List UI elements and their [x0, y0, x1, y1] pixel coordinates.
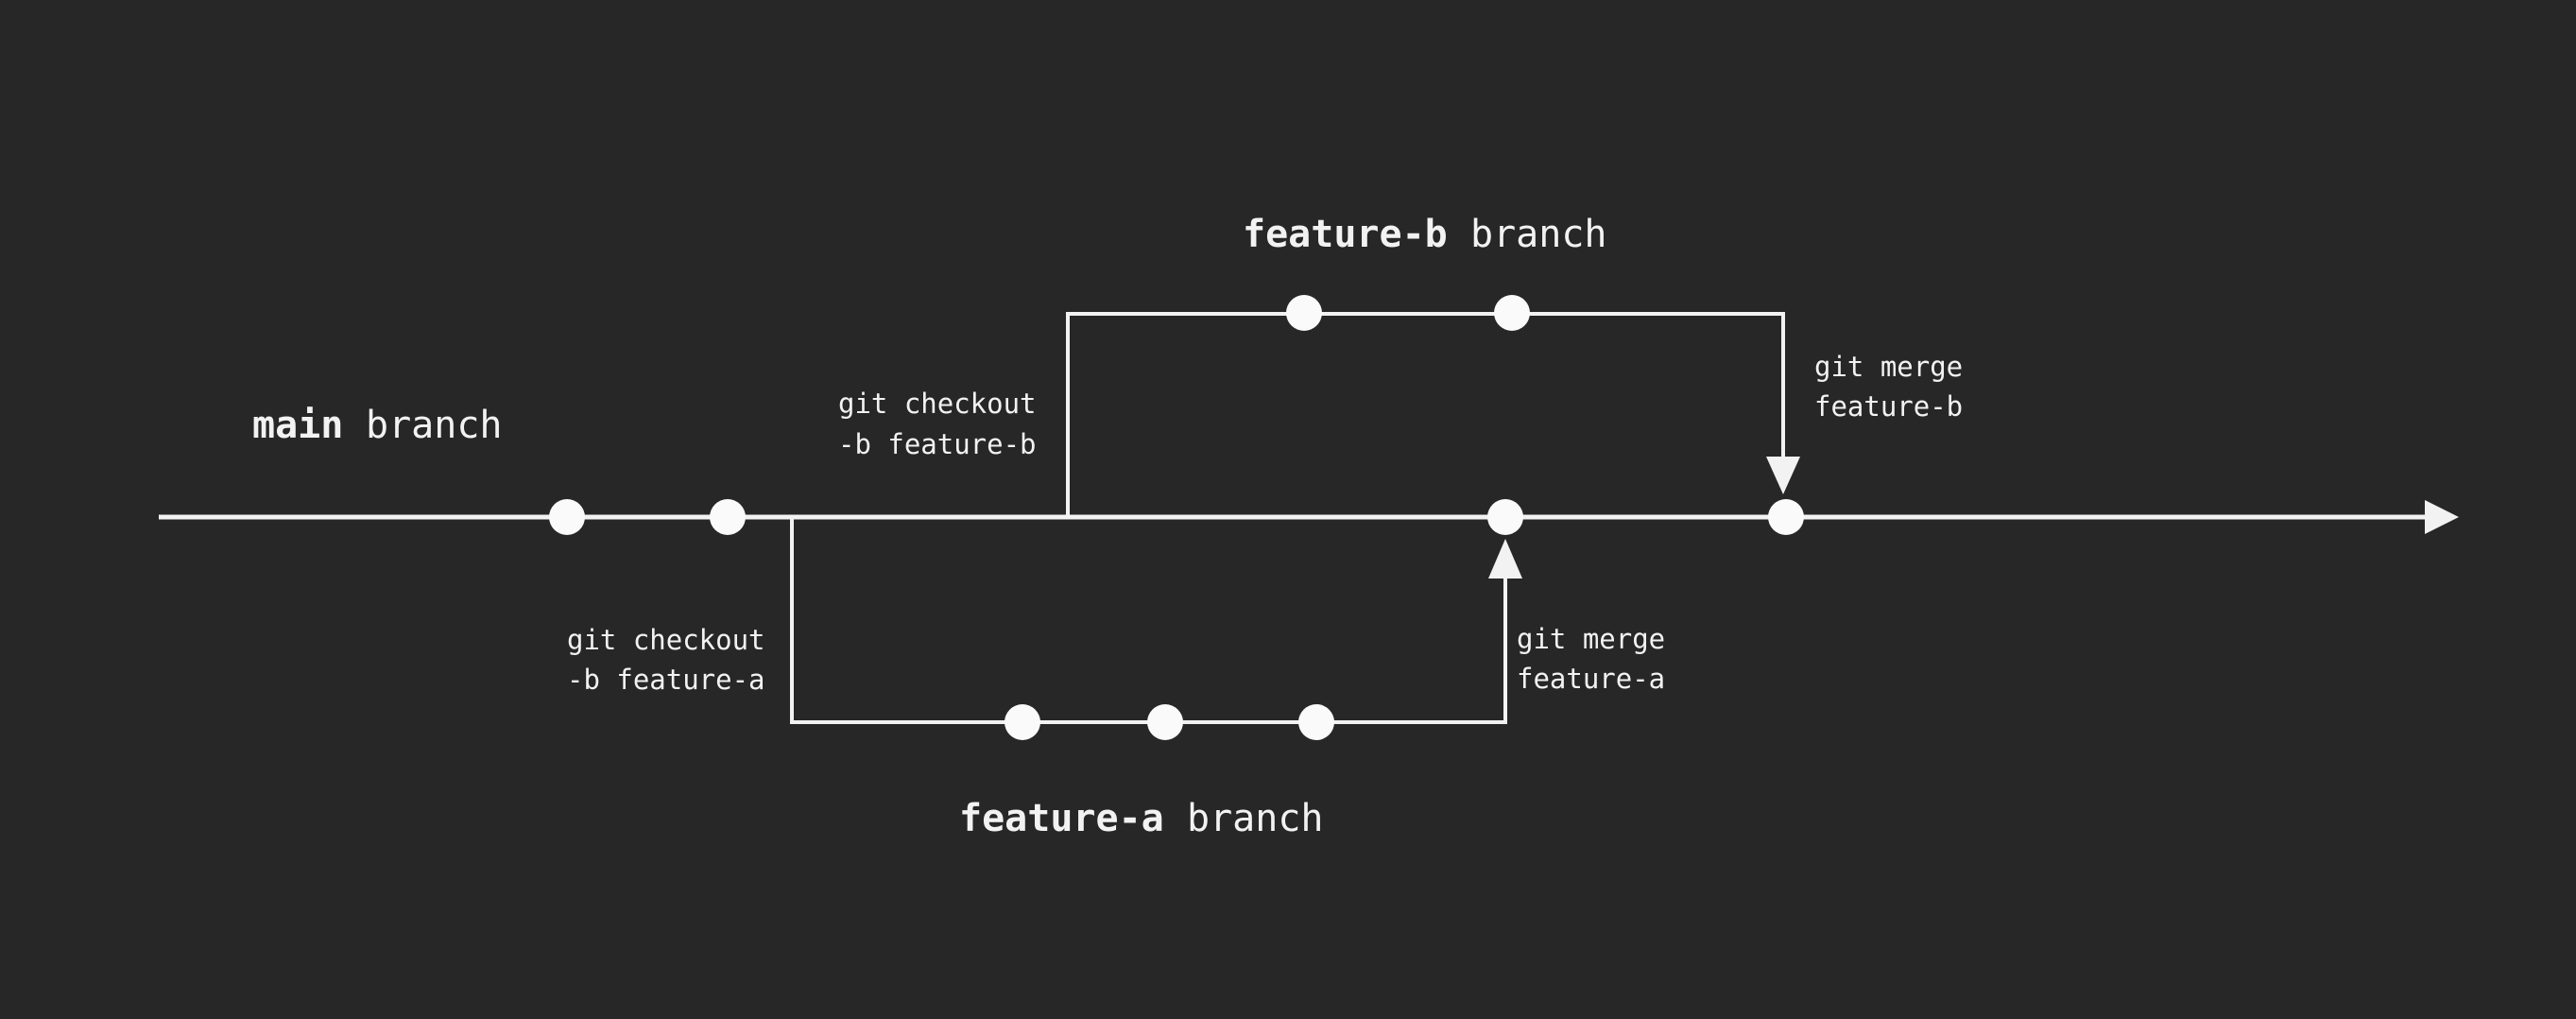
- commit-node-merge-feature-b: [1768, 499, 1804, 535]
- feature-a-merge-arrowhead-up-icon: [1488, 539, 1522, 579]
- merge-feature-b-line1: git merge: [1814, 351, 1963, 383]
- feature-a-branch-suffix: branch: [1187, 797, 1324, 840]
- feature-b-branch-path: [1066, 312, 1785, 517]
- main-branch-label: main branch: [252, 404, 503, 447]
- feature-b-branch-name: feature-b: [1243, 213, 1448, 256]
- merge-feature-a-line1: git merge: [1517, 623, 1665, 655]
- merge-feature-b-annotation: git merge feature-b: [1814, 351, 1963, 423]
- commit-node-feature-b-1: [1286, 295, 1322, 331]
- feature-a-branch-label: feature-a branch: [959, 797, 1324, 840]
- feature-a-branch-name: feature-a: [959, 797, 1164, 840]
- commit-node-main-2: [710, 499, 746, 535]
- checkout-feature-a-annotation: git checkout -b feature-a: [567, 624, 765, 696]
- main-branch-suffix: branch: [366, 404, 503, 447]
- feature-a-branch-path: [790, 517, 1507, 724]
- commit-node-feature-a-1: [1005, 704, 1040, 740]
- checkout-feature-a-line1: git checkout: [567, 624, 765, 656]
- merge-feature-b-line2: feature-b: [1814, 390, 1963, 423]
- main-branch-name: main: [252, 404, 343, 447]
- checkout-feature-b-line1: git checkout: [838, 388, 1037, 420]
- checkout-feature-a-line2: -b feature-a: [567, 664, 765, 696]
- feature-b-merge-arrowhead-down-icon: [1766, 457, 1800, 494]
- checkout-feature-b-line2: -b feature-b: [838, 428, 1037, 460]
- commit-node-feature-a-2: [1147, 704, 1183, 740]
- commit-node-feature-b-2: [1494, 295, 1530, 331]
- merge-feature-a-annotation: git merge feature-a: [1517, 623, 1665, 695]
- commit-node-merge-feature-a: [1487, 499, 1523, 535]
- feature-b-branch-label: feature-b branch: [1243, 213, 1607, 256]
- commit-node-main-1: [549, 499, 585, 535]
- checkout-feature-b-annotation: git checkout -b feature-b: [838, 388, 1037, 460]
- merge-feature-a-line2: feature-a: [1517, 663, 1665, 695]
- main-line-arrowhead-right-icon: [2425, 500, 2459, 534]
- feature-b-branch-suffix: branch: [1470, 213, 1607, 256]
- commit-node-feature-a-3: [1298, 704, 1334, 740]
